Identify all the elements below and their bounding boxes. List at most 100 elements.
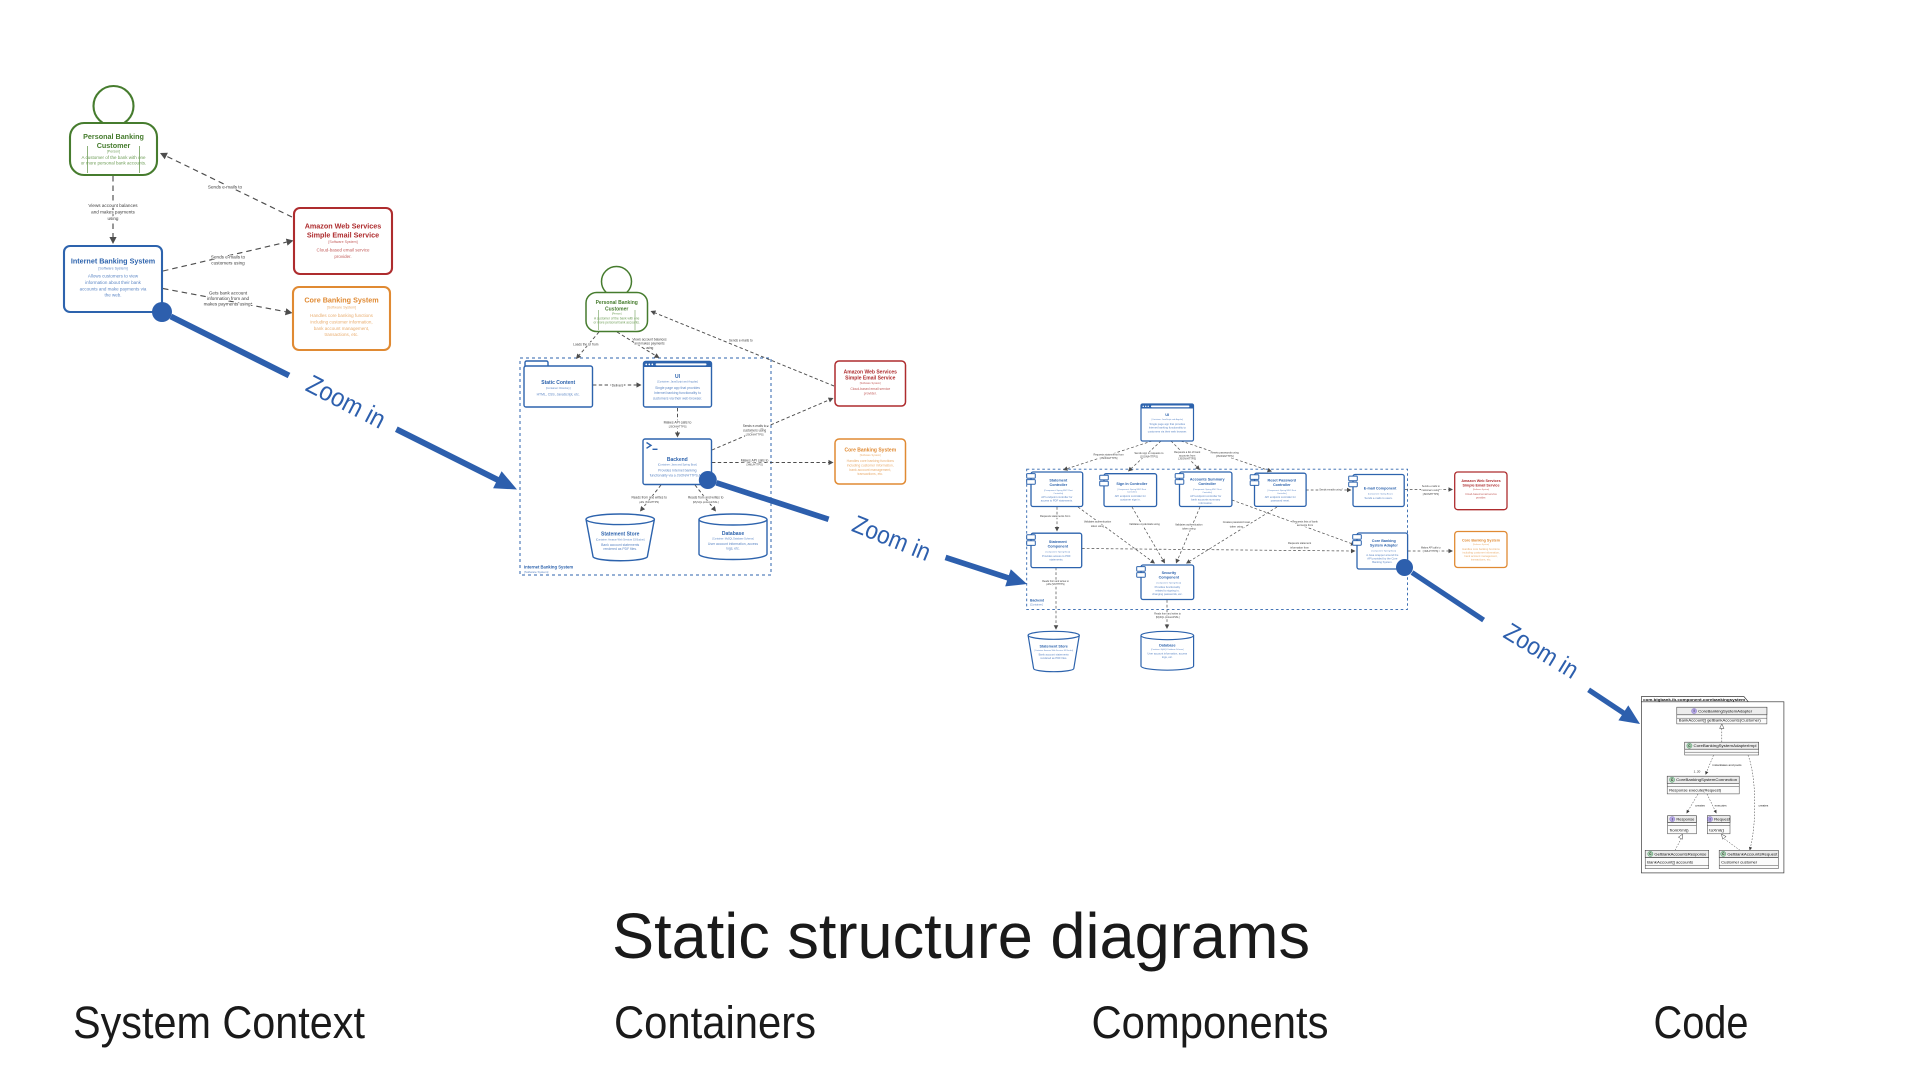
svg-text:toXml(): toXml() xyxy=(1709,829,1724,833)
svg-text:access to PDF statements.: access to PDF statements. xyxy=(1041,499,1073,503)
svg-text:Sends e-mails to: Sends e-mails to xyxy=(729,339,753,343)
svg-text:customers via their web browse: customers via their web browser. xyxy=(653,396,702,400)
svg-text:HTML, CSS, JavaScript, etc.: HTML, CSS, JavaScript, etc. xyxy=(537,393,580,397)
svg-text:[Component: Spring Bean]: [Component: Spring Bean] xyxy=(1046,550,1071,553)
svg-text:Statement Store: Statement Store xyxy=(601,532,640,538)
svg-text:information.: information. xyxy=(1199,501,1213,505)
svg-text:I: I xyxy=(1710,817,1711,821)
svg-text:[Software System]: [Software System] xyxy=(524,570,549,574)
svg-text:accounts from: accounts from xyxy=(1179,453,1195,457)
svg-text:UI: UI xyxy=(1165,412,1169,417)
svg-text:Core Banking: Core Banking xyxy=(1372,539,1396,543)
svg-text:User account information, acce: User account information, access xyxy=(1147,652,1187,656)
svg-text:Response execute(Request): Response execute(Request) xyxy=(1669,789,1721,793)
svg-text:customer sign in.: customer sign in. xyxy=(1120,498,1141,502)
svg-text:Reads from and writes to: Reads from and writes to xyxy=(688,495,724,499)
svg-text:makes payments using*: makes payments using* xyxy=(204,302,253,307)
svg-text:Controller]: Controller] xyxy=(1202,491,1212,494)
svg-text:[Container: MySQL Database Sch: [Container: MySQL Database Schema] xyxy=(1151,648,1184,651)
svg-text:rendered as PDF files.: rendered as PDF files. xyxy=(1040,656,1067,660)
svg-text:[Software System]: [Software System] xyxy=(98,267,127,271)
svg-text:Customer customer: Customer customer xyxy=(1721,861,1758,865)
svg-text:Allows customers to view: Allows customers to view xyxy=(88,274,139,279)
svg-text:Controller: Controller xyxy=(1198,482,1216,486)
svg-text:creates: creates xyxy=(1695,804,1705,808)
svg-text:information from and: information from and xyxy=(207,296,250,301)
svg-text:BankAccount[] getBankAccounts(: BankAccount[] getBankAccounts(Customer) xyxy=(1679,719,1761,723)
svg-text:instantiates and pools: instantiates and pools xyxy=(1712,763,1742,767)
svg-text:Controller: Controller xyxy=(1273,483,1291,487)
svg-text:Security: Security xyxy=(1162,571,1178,575)
svg-text:Sends e-mails to: Sends e-mails to xyxy=(208,185,243,190)
svg-text:[XML/HTTPS]: [XML/HTTPS] xyxy=(747,463,763,467)
svg-text:bank account management,: bank account management, xyxy=(849,468,891,472)
svg-text:C: C xyxy=(1649,852,1652,856)
svg-text:[Container: MySQL Database Sch: [Container: MySQL Database Schema] xyxy=(712,538,754,541)
svg-text:Single page app that provides: Single page app that provides xyxy=(655,386,700,390)
svg-text:including customer information: including customer information, xyxy=(1462,550,1499,554)
svg-text:API endpoint controller for: API endpoint controller for xyxy=(1190,494,1221,498)
svg-text:Resets passwords using: Resets passwords using xyxy=(1211,451,1240,455)
svg-text:[Component: Spring MVC Rest: [Component: Spring MVC Rest xyxy=(1118,488,1147,491)
svg-text:including customer information: including customer information, xyxy=(847,463,894,467)
svg-text:I: I xyxy=(1672,817,1673,821)
svg-text:Core Banking System: Core Banking System xyxy=(1462,539,1501,543)
svg-text:information from: information from xyxy=(1290,545,1309,549)
svg-text:C: C xyxy=(1688,744,1691,748)
svg-text:Statement: Statement xyxy=(1049,540,1068,544)
svg-text:and makes payments: and makes payments xyxy=(91,210,135,215)
svg-text:bank account management,: bank account management, xyxy=(1464,554,1497,558)
svg-text:Backend: Backend xyxy=(1030,599,1044,603)
svg-text:[Container]: [Container] xyxy=(1030,603,1043,607)
svg-text:[JSON/HTTPS]: [JSON/HTTPS] xyxy=(1100,456,1118,460)
svg-text:Simple Email Service: Simple Email Service xyxy=(845,376,896,382)
svg-text:Components: Components xyxy=(1092,997,1329,1048)
svg-text:Handles core banking functions: Handles core banking functions xyxy=(847,459,895,463)
svg-text:[Person]: [Person] xyxy=(612,311,622,315)
svg-text:Code: Code xyxy=(1654,997,1749,1048)
svg-text:Sends sign in requests to: Sends sign in requests to xyxy=(1134,451,1164,455)
svg-text:customers using: customers using xyxy=(211,261,245,266)
svg-text:BankAccount[] accounts: BankAccount[] accounts xyxy=(1647,861,1693,865)
svg-text:Sends e-mails to: Sends e-mails to xyxy=(1422,485,1440,488)
svg-text:Delivers: Delivers xyxy=(612,383,624,387)
svg-text:[Software System]: [Software System] xyxy=(328,240,357,244)
svg-text:[Container: JavaScript and Ang: [Container: JavaScript and Angular] xyxy=(1152,418,1184,421)
svg-text:A customer of the bank with on: A customer of the bank with one xyxy=(594,317,640,321)
svg-text:Backend: Backend xyxy=(667,457,688,463)
svg-text:token using: token using xyxy=(1091,524,1105,528)
svg-text:[JSON/HTTPS]: [JSON/HTTPS] xyxy=(1216,454,1234,458)
svg-text:Makes API calls to: Makes API calls to xyxy=(741,458,769,462)
svg-text:[MySQL protocol/SSL]: [MySQL protocol/SSL] xyxy=(1156,616,1180,619)
svg-text:Internet Banking System: Internet Banking System xyxy=(71,257,155,266)
svg-text:Cloud-based email service: Cloud-based email service xyxy=(316,248,370,253)
svg-text:bank account management,: bank account management, xyxy=(314,326,370,331)
svg-text:Internet banking functionality: Internet banking functionality to xyxy=(1149,426,1187,430)
svg-text:Provides functionality: Provides functionality xyxy=(1155,585,1181,589)
svg-text:CoreBankingSystemConnection: CoreBankingSystemConnection xyxy=(1676,778,1737,782)
svg-text:Sends e-mails to: Sends e-mails to xyxy=(211,255,246,260)
svg-text:[JSON/HTTPS]: [JSON/HTTPS] xyxy=(669,425,687,429)
svg-text:password reset.: password reset. xyxy=(1271,499,1290,503)
svg-text:Loads the UI from: Loads the UI from xyxy=(573,343,599,347)
svg-text:Component: Component xyxy=(1159,576,1180,580)
svg-text:Amazon Web Services: Amazon Web Services xyxy=(305,222,382,231)
svg-text:token using: token using xyxy=(1182,527,1196,531)
svg-text:Static Content: Static Content xyxy=(541,380,575,386)
svg-text:User account information, acce: User account information, access xyxy=(708,542,758,546)
svg-text:Controller]: Controller] xyxy=(1277,492,1287,495)
svg-text:com.bigbank.ib.component.coreb: com.bigbank.ib.component.corebankingsyst… xyxy=(1643,698,1745,702)
svg-text:Views account balances: Views account balances xyxy=(88,203,138,208)
svg-text:Containers: Containers xyxy=(614,997,816,1048)
svg-text:Personal Banking: Personal Banking xyxy=(596,300,638,306)
svg-text:[Component: Spring MVC Rest: [Component: Spring MVC Rest xyxy=(1193,488,1222,491)
svg-text:Creates password reset: Creates password reset xyxy=(1223,520,1251,524)
svg-text:and makes payments: and makes payments xyxy=(634,342,665,346)
svg-text:Sends e-mails to users.: Sends e-mails to users. xyxy=(1365,496,1393,500)
svg-text:C: C xyxy=(1671,778,1674,782)
svg-text:[Software System]: [Software System] xyxy=(327,306,356,310)
svg-text:[JSON/HTTPS]: [JSON/HTTPS] xyxy=(1423,493,1440,496)
svg-text:[Container: Amazon Web Service: [Container: Amazon Web Services S3 Bucke… xyxy=(1034,649,1073,652)
svg-text:Static structure diagrams: Static structure diagrams xyxy=(612,900,1310,972)
svg-text:bank accounts summary: bank accounts summary xyxy=(1191,498,1221,502)
